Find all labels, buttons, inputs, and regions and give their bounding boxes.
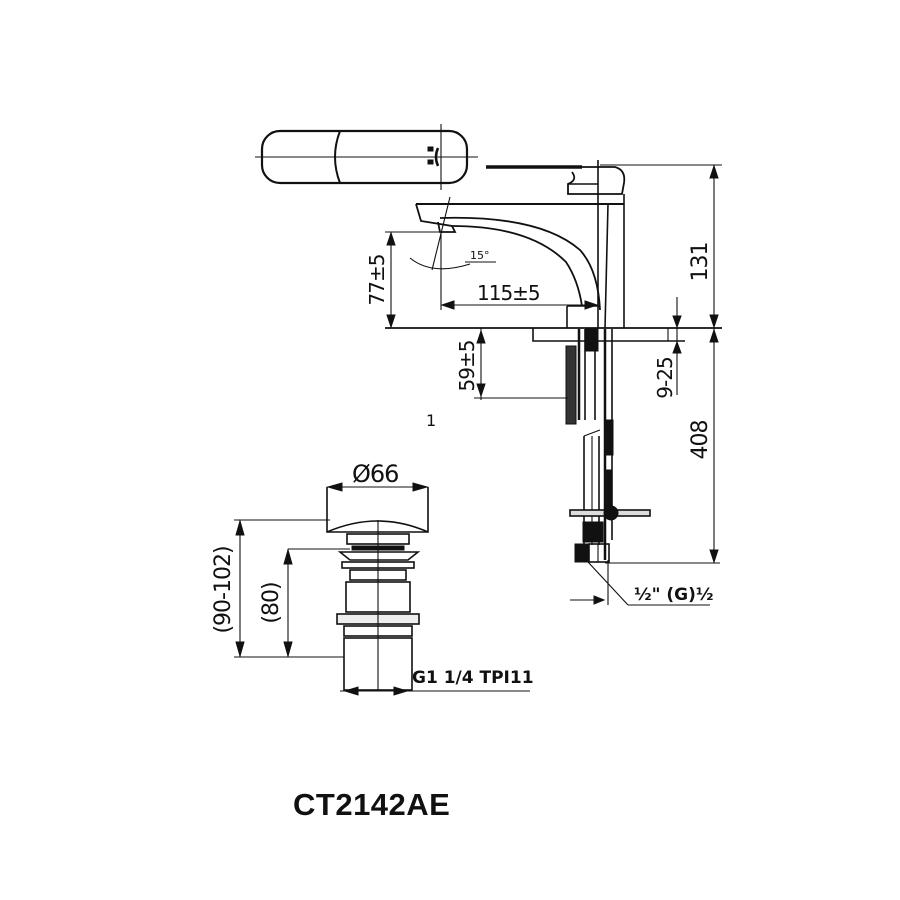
dim-131: 131 [688, 243, 713, 282]
drain-side-view: Ø66 (90-102) (80) G1 1/4 TPI11 [211, 460, 534, 696]
dim-59: 59±5 [455, 341, 479, 392]
dim-115: 115±5 [477, 281, 540, 305]
model-number: CT2142AE [293, 787, 451, 822]
dim-drain-diameter: Ø66 [352, 460, 398, 488]
part-marker: 1 [426, 411, 435, 430]
dim-9-25: 9-25 [653, 357, 677, 398]
dim-77: 77±5 [365, 255, 389, 306]
dim-drain-body-height: (80) [259, 582, 284, 623]
handle-top-view [255, 124, 478, 190]
spout-angle-label: 15° [470, 249, 490, 262]
dim-408: 408 [688, 421, 713, 460]
dim-drain-height-range: (90-102) [211, 546, 236, 633]
faucet-side-view: 15° ½" (G)½ [365, 160, 722, 606]
inlet-thread-label: ½" (G)½ [634, 585, 713, 605]
drain-thread-label: G1 1/4 TPI11 [412, 668, 534, 688]
